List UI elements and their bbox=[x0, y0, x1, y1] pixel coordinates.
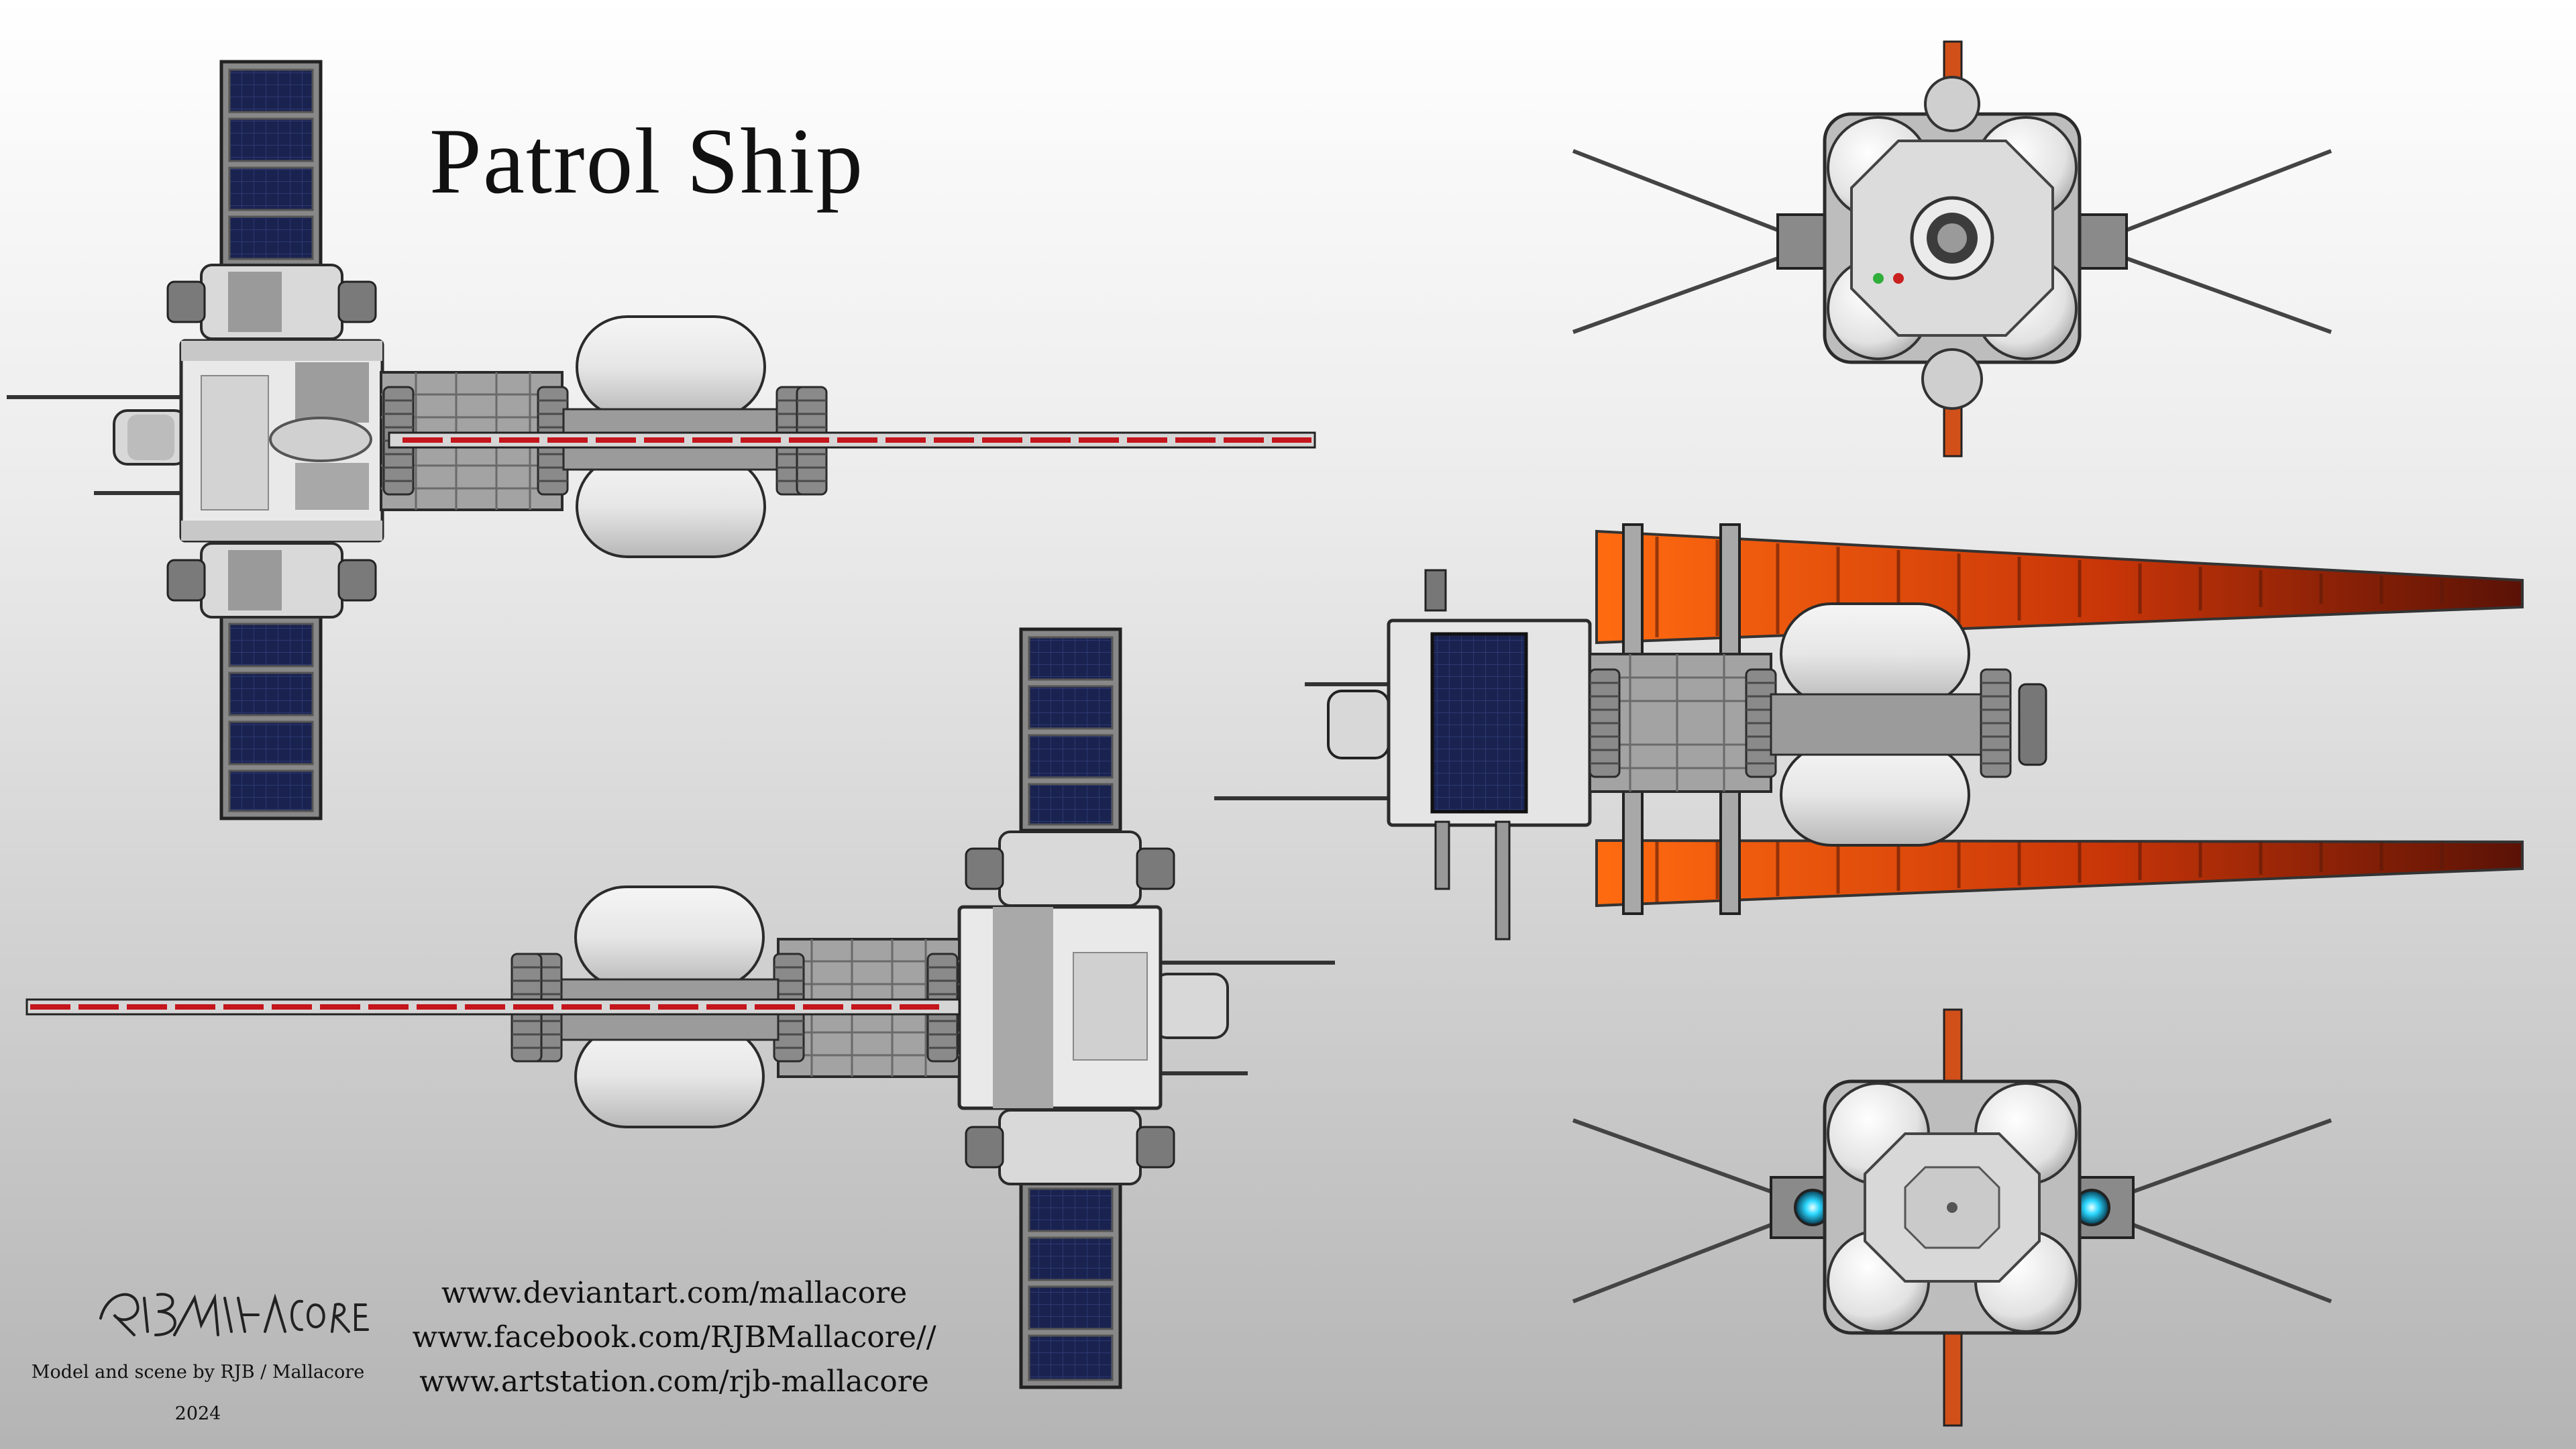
credit-year: 2024 bbox=[174, 1403, 221, 1424]
link-item: www.facebook.com/RJBMallacore// bbox=[402, 1316, 946, 1360]
artstation-link[interactable]: www.artstation.com/rjb-mallacore bbox=[419, 1364, 929, 1399]
credit-text: Model and scene by RJB / Mallacore bbox=[31, 1362, 365, 1383]
side-view-bottom bbox=[25, 627, 1335, 1389]
page-title: Patrol Ship bbox=[429, 109, 865, 213]
deviantart-link[interactable]: www.deviantart.com/mallacore bbox=[441, 1276, 908, 1310]
top-view bbox=[1214, 523, 2524, 941]
signature bbox=[99, 1293, 369, 1336]
side-view-top bbox=[7, 60, 1316, 820]
rear-view bbox=[1572, 1008, 2332, 1427]
credit-block: Model and scene by RJB / Mallacore 2024 bbox=[27, 1352, 369, 1435]
solar-panel-lower bbox=[219, 614, 323, 820]
solar-panel-lower-2 bbox=[1019, 1179, 1122, 1389]
link-list: www.deviantart.com/mallacore www.faceboo… bbox=[402, 1271, 946, 1404]
link-item: www.deviantart.com/mallacore bbox=[402, 1271, 946, 1316]
solar-panel-upper-2 bbox=[1019, 627, 1122, 833]
front-view bbox=[1572, 40, 2332, 458]
facebook-link[interactable]: www.facebook.com/RJBMallacore// bbox=[412, 1320, 936, 1354]
link-item: www.artstation.com/rjb-mallacore bbox=[402, 1360, 946, 1404]
